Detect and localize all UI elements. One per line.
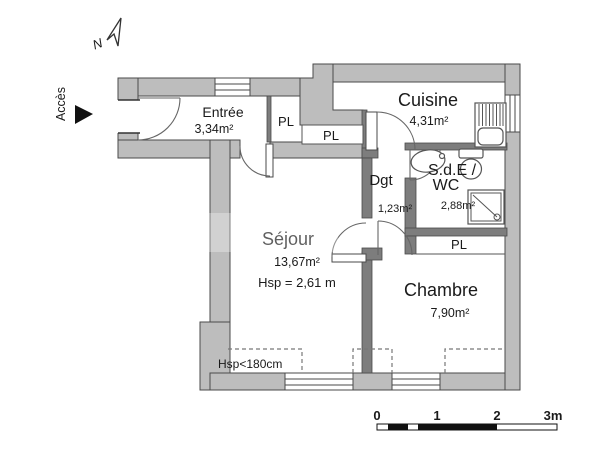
scale-tick-1: 1	[433, 408, 440, 423]
entree-closet-divider	[266, 95, 272, 143]
access-arrow-icon	[75, 105, 93, 124]
chambre-closet-label: PL	[451, 237, 467, 252]
windows	[214, 77, 521, 391]
doors	[116, 97, 441, 263]
window-entree-top	[214, 77, 251, 97]
dgt-label: Dgt	[369, 172, 393, 189]
sejour-label: Séjour	[262, 229, 314, 249]
scale-tick-2: 2	[493, 408, 500, 423]
entrance-door	[116, 97, 181, 141]
shower-icon	[467, 189, 505, 225]
toilet-icon	[458, 148, 484, 180]
window-chambre-bottom	[391, 372, 441, 391]
chambre-label: Chambre	[404, 280, 478, 300]
sejour-height: Hsp = 2,61 m	[258, 275, 336, 290]
washbasin-icon	[410, 149, 446, 173]
fixtures	[410, 102, 507, 225]
sde-label-line2: WC	[433, 177, 460, 194]
sde-label-line1: S.d.E /	[428, 162, 477, 179]
hall-closet-label: PL	[323, 128, 339, 143]
entree-closet-label: PL	[278, 114, 294, 129]
sejour-area: 13,67m²	[274, 255, 320, 269]
entree-sejour-door	[239, 143, 274, 178]
north-arrow-icon	[106, 17, 122, 47]
access-label: Accès	[54, 87, 68, 121]
window-sejour-bottom	[284, 372, 354, 391]
north-label: N	[90, 35, 105, 53]
sejour-divider-upper	[361, 157, 373, 219]
chambre-door	[377, 220, 413, 256]
cuisine-door	[365, 111, 416, 151]
scale-bar: 0 1 2 3m	[373, 408, 563, 431]
cuisine-label: Cuisine	[398, 90, 458, 110]
north-arrow: N	[90, 17, 122, 53]
scale-tick-0: 0	[373, 408, 380, 423]
cuisine-area: 4,31m²	[410, 114, 449, 128]
scale-tick-3: 3m	[544, 408, 563, 423]
low-ceiling-label: Hsp<180cm	[218, 357, 282, 371]
exterior-walls	[117, 63, 521, 391]
sejour-divider-lower	[361, 251, 373, 374]
cuisine-bottom-wall	[404, 142, 508, 151]
interior-walls	[266, 95, 508, 374]
kitchen-sink-icon	[474, 102, 507, 148]
access: Accès	[54, 87, 93, 124]
low-ceiling-zones	[228, 348, 505, 373]
room-labels: Entrée 3,34m² Cuisine 4,31m² S.d.E / WC …	[195, 90, 478, 371]
entree-label: Entrée	[202, 104, 243, 120]
dgt-area: 1,23m²	[378, 203, 413, 215]
sde-area: 2,88m²	[441, 200, 476, 212]
sejour-dgt-door	[331, 222, 367, 263]
sde-bottom-wall	[404, 227, 508, 237]
window-cuisine-right	[504, 94, 521, 133]
entree-area: 3,34m²	[195, 122, 234, 136]
chambre-area: 7,90m²	[431, 306, 470, 320]
hall-closet-box	[301, 124, 364, 145]
watermark	[203, 213, 338, 252]
